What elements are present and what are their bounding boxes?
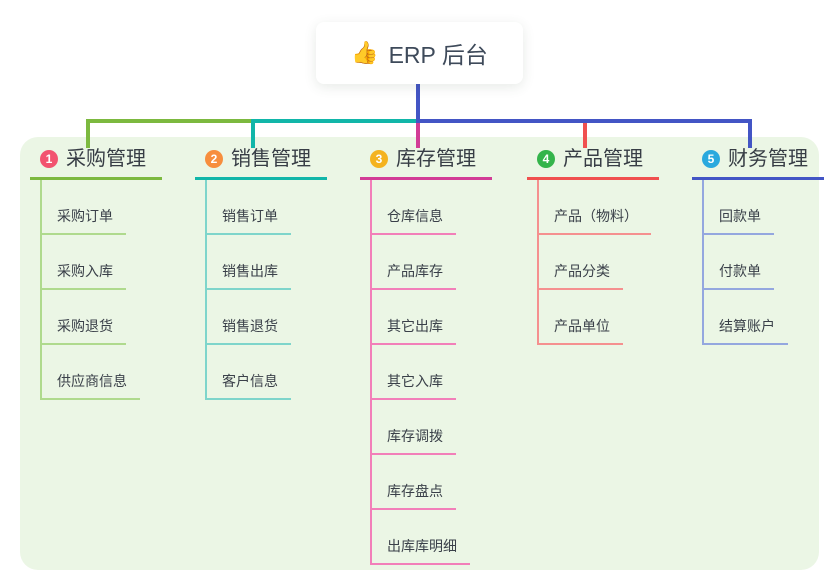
branch-children: 销售订单 销售出库 销售退货 客户信息 <box>205 180 327 400</box>
leaf-node[interactable]: 仓库信息 <box>372 207 456 235</box>
number-badge: 2 <box>205 150 223 168</box>
list-item: 其它入库 <box>372 345 492 400</box>
leaf-node[interactable]: 产品分类 <box>539 262 623 290</box>
leaf-node[interactable]: 库存调拨 <box>372 427 456 455</box>
list-item: 采购退货 <box>42 290 162 345</box>
leaf-node[interactable]: 采购入库 <box>42 262 126 290</box>
connector-bus-right-indigo <box>416 119 752 123</box>
leaf-node[interactable]: 库存盘点 <box>372 482 456 510</box>
list-item: 销售退货 <box>207 290 327 345</box>
list-item: 付款单 <box>704 235 824 290</box>
branch-node-purchase[interactable]: 1 采购管理 <box>30 147 162 180</box>
branch-label: 销售管理 <box>231 148 311 170</box>
list-item: 供应商信息 <box>42 345 162 400</box>
branch-label: 库存管理 <box>396 148 476 170</box>
leaf-node[interactable]: 销售退货 <box>207 317 291 345</box>
list-item: 库存调拨 <box>372 400 492 455</box>
leaf-node[interactable]: 回款单 <box>704 207 774 235</box>
leaf-node[interactable]: 销售订单 <box>207 207 291 235</box>
branch-label: 财务管理 <box>728 148 808 170</box>
branch-column-product: 4 产品管理 产品（物料） 产品分类 产品单位 <box>527 147 659 345</box>
branch-node-sales[interactable]: 2 销售管理 <box>195 147 327 180</box>
branch-children: 采购订单 采购入库 采购退货 供应商信息 <box>40 180 162 400</box>
list-item: 仓库信息 <box>372 180 492 235</box>
leaf-node[interactable]: 付款单 <box>704 262 774 290</box>
connector-drop-inventory <box>416 119 420 148</box>
leaf-node[interactable]: 产品单位 <box>539 317 623 345</box>
branch-children: 仓库信息 产品库存 其它出库 其它入库 库存调拨 库存盘点 出库库明细 <box>370 180 492 565</box>
list-item: 结算账户 <box>704 290 824 345</box>
branch-label: 产品管理 <box>563 148 643 170</box>
leaf-node[interactable]: 销售出库 <box>207 262 291 290</box>
connector-bus-left-green <box>86 119 255 123</box>
list-item: 产品（物料） <box>539 180 659 235</box>
branch-column-purchase: 1 采购管理 采购订单 采购入库 采购退货 供应商信息 <box>30 147 162 400</box>
branch-node-inventory[interactable]: 3 库存管理 <box>360 147 492 180</box>
leaf-node[interactable]: 产品库存 <box>372 262 456 290</box>
list-item: 产品库存 <box>372 235 492 290</box>
connector-bus-left-teal <box>251 119 420 123</box>
leaf-node[interactable]: 其它出库 <box>372 317 456 345</box>
list-item: 库存盘点 <box>372 455 492 510</box>
connector-root-line <box>416 84 420 121</box>
root-label: ERP 后台 <box>388 42 488 68</box>
leaf-node[interactable]: 出库库明细 <box>372 537 470 565</box>
number-badge: 4 <box>537 150 555 168</box>
leaf-node[interactable]: 其它入库 <box>372 372 456 400</box>
list-item: 回款单 <box>704 180 824 235</box>
leaf-node[interactable]: 结算账户 <box>704 317 788 345</box>
branch-children: 产品（物料） 产品分类 产品单位 <box>537 180 659 345</box>
branch-column-finance: 5 财务管理 回款单 付款单 结算账户 <box>692 147 824 345</box>
number-badge: 1 <box>40 150 58 168</box>
branch-column-inventory: 3 库存管理 仓库信息 产品库存 其它出库 其它入库 库存调拨 库存盘点 出库库… <box>360 147 492 565</box>
list-item: 客户信息 <box>207 345 327 400</box>
number-badge: 3 <box>370 150 388 168</box>
branch-node-finance[interactable]: 5 财务管理 <box>692 147 824 180</box>
connector-drop-product <box>583 121 587 148</box>
branch-node-product[interactable]: 4 产品管理 <box>527 147 659 180</box>
leaf-node[interactable]: 采购订单 <box>42 207 126 235</box>
leaf-node[interactable]: 供应商信息 <box>42 372 140 400</box>
list-item: 出库库明细 <box>372 510 492 565</box>
branch-label: 采购管理 <box>66 148 146 170</box>
leaf-node[interactable]: 客户信息 <box>207 372 291 400</box>
background-panel <box>20 137 819 570</box>
branch-children: 回款单 付款单 结算账户 <box>702 180 824 345</box>
list-item: 采购入库 <box>42 235 162 290</box>
connector-drop-sales <box>251 119 255 148</box>
connector-drop-finance <box>748 121 752 148</box>
list-item: 销售出库 <box>207 235 327 290</box>
leaf-node[interactable]: 产品（物料） <box>539 207 651 235</box>
list-item: 产品单位 <box>539 290 659 345</box>
thumbs-up-icon: 👍 <box>351 40 379 65</box>
branch-column-sales: 2 销售管理 销售订单 销售出库 销售退货 客户信息 <box>195 147 327 400</box>
connector-drop-purchase <box>86 119 90 148</box>
list-item: 采购订单 <box>42 180 162 235</box>
list-item: 产品分类 <box>539 235 659 290</box>
root-node[interactable]: 👍 ERP 后台 <box>316 22 523 84</box>
list-item: 销售订单 <box>207 180 327 235</box>
list-item: 其它出库 <box>372 290 492 345</box>
leaf-node[interactable]: 采购退货 <box>42 317 126 345</box>
number-badge: 5 <box>702 150 720 168</box>
